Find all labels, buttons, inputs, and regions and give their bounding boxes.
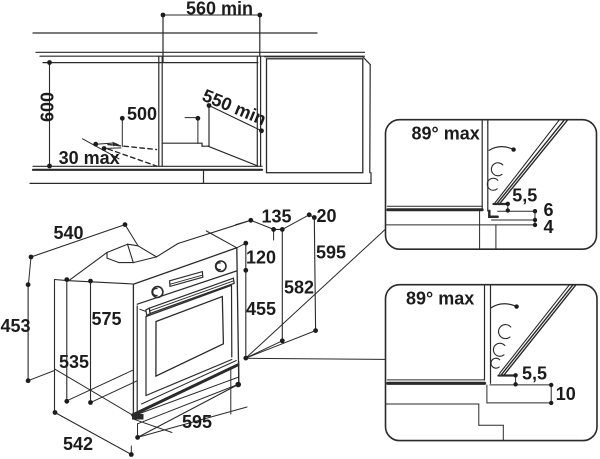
svg-text:89° max: 89° max: [412, 124, 480, 144]
svg-text:595: 595: [316, 243, 346, 263]
svg-text:582: 582: [284, 278, 314, 298]
svg-text:30 max: 30 max: [59, 148, 120, 168]
svg-text:453: 453: [1, 316, 31, 336]
svg-text:10: 10: [556, 384, 576, 404]
svg-text:20: 20: [317, 206, 337, 226]
svg-text:120: 120: [246, 248, 276, 268]
svg-text:500: 500: [127, 104, 157, 124]
svg-text:135: 135: [262, 207, 292, 227]
svg-text:540: 540: [54, 223, 84, 243]
svg-text:595: 595: [182, 412, 212, 432]
svg-text:5,5: 5,5: [512, 186, 537, 206]
svg-text:6: 6: [544, 200, 554, 220]
svg-text:560 min: 560 min: [186, 0, 253, 19]
svg-text:600: 600: [38, 92, 58, 122]
svg-text:550 min: 550 min: [199, 85, 269, 129]
svg-text:5,5: 5,5: [522, 364, 547, 384]
svg-text:575: 575: [92, 309, 122, 329]
svg-text:535: 535: [59, 352, 89, 372]
svg-text:89° max: 89° max: [406, 289, 474, 309]
svg-text:455: 455: [246, 299, 276, 319]
svg-text:4: 4: [544, 217, 554, 237]
svg-text:542: 542: [63, 434, 93, 454]
